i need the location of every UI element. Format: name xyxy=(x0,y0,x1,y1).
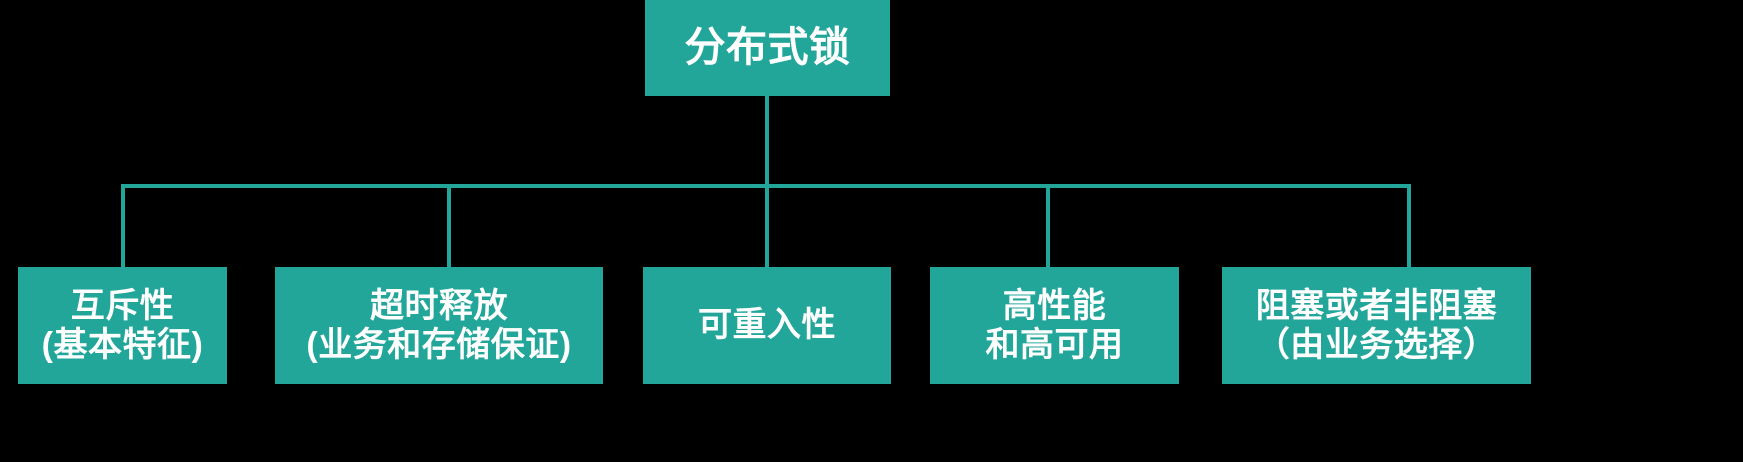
node-timeout-release[interactable]: 超时释放 (业务和存储保证) xyxy=(275,267,603,384)
node-high-performance-line2: 和高可用 xyxy=(985,325,1124,364)
node-root-distributed-lock[interactable]: 分布式锁 xyxy=(645,0,890,96)
node-reentrancy-line1: 可重入性 xyxy=(698,306,836,345)
node-mutual-exclusion[interactable]: 互斥性 (基本特征) xyxy=(18,267,227,384)
node-timeout-release-line2: (业务和存储保证) xyxy=(306,325,572,364)
node-mutual-exclusion-line2: (基本特征) xyxy=(41,325,204,364)
node-mutual-exclusion-line1: 互斥性 xyxy=(70,287,175,326)
node-blocking-or-nonblocking[interactable]: 阻塞或者非阻塞 （由业务选择） xyxy=(1222,267,1531,384)
node-blocking-line1: 阻塞或者非阻塞 xyxy=(1255,287,1498,326)
node-high-performance-line1: 高性能 xyxy=(1002,287,1107,326)
connector-stem-blocking xyxy=(1407,184,1411,267)
node-root-label: 分布式锁 xyxy=(684,24,851,71)
node-high-performance[interactable]: 高性能 和高可用 xyxy=(930,267,1179,384)
connector-root-trunk xyxy=(765,96,769,184)
connector-stem-reentrancy xyxy=(765,184,769,267)
node-reentrancy[interactable]: 可重入性 xyxy=(643,267,891,384)
node-timeout-release-line1: 超时释放 xyxy=(370,287,508,326)
connector-stem-mutual-exclusion xyxy=(121,184,125,267)
connector-stem-timeout-release xyxy=(447,184,451,267)
connector-stem-high-performance xyxy=(1046,184,1050,267)
node-blocking-line2: （由业务选择） xyxy=(1255,325,1498,364)
